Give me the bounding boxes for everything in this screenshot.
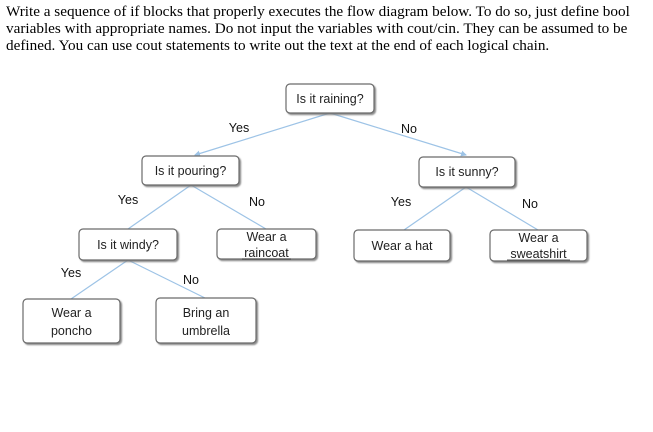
node-label-line-1: Wear a — [518, 231, 558, 245]
edge-label-windy-yes: Yes — [61, 266, 81, 280]
edge-pouring-yes — [127, 184, 192, 230]
node-wear-a-sweatshirt: Wear a sweatshirt — [489, 229, 588, 262]
node-label-line-2: umbrella — [182, 324, 230, 338]
node-is-it-raining: Is it raining? — [285, 83, 375, 114]
node-label-line-1: Bring an — [183, 306, 230, 320]
node-wear-a-poncho: Wear a poncho — [22, 298, 121, 344]
question-prompt: Write a sequence of if blocks that prope… — [6, 3, 630, 54]
edge-pouring-no — [190, 184, 267, 230]
edge-label-sunny-yes: Yes — [391, 195, 411, 209]
edge-sunny-yes — [403, 186, 467, 231]
node-label-line-1: Wear a — [246, 230, 286, 244]
node-label: Is it raining? — [296, 92, 363, 106]
edge-labels: Yes No Yes No Yes No Yes No — [61, 121, 538, 287]
edge-windy-no — [127, 259, 206, 299]
edge-sunny-no — [465, 186, 539, 231]
node-label-line-2: poncho — [51, 324, 92, 338]
edge-label-pouring-no: No — [249, 195, 265, 209]
node-wear-a-hat: Wear a hat — [353, 229, 451, 262]
edge-raining-yes — [194, 112, 331, 157]
edge-label-raining-yes: Yes — [229, 121, 249, 135]
node-label-line-2: sweatshirt — [510, 247, 567, 261]
node-label: Wear a hat — [372, 239, 433, 253]
node-wear-a-raincoat: Wear a raincoat — [216, 228, 317, 260]
edge-windy-yes — [70, 259, 129, 300]
edge-label-windy-no: No — [183, 273, 199, 287]
node-is-it-sunny: Is it sunny? — [418, 156, 516, 188]
connectors — [70, 112, 539, 300]
node-is-it-pouring: Is it pouring? — [141, 155, 240, 186]
node-label-line-2: raincoat — [244, 246, 289, 260]
edge-raining-no — [329, 112, 467, 157]
node-label: Is it pouring? — [155, 164, 227, 178]
node-is-it-windy: Is it windy? — [78, 228, 178, 261]
node-label: Is it windy? — [97, 238, 159, 252]
edge-label-sunny-no: No — [522, 197, 538, 211]
node-bring-an-umbrella: Bring an umbrella — [155, 297, 257, 344]
node-label: Is it sunny? — [435, 165, 498, 179]
node-label-line-1: Wear a — [51, 306, 91, 320]
edge-label-raining-no: No — [401, 122, 417, 136]
edge-label-pouring-yes: Yes — [118, 193, 138, 207]
